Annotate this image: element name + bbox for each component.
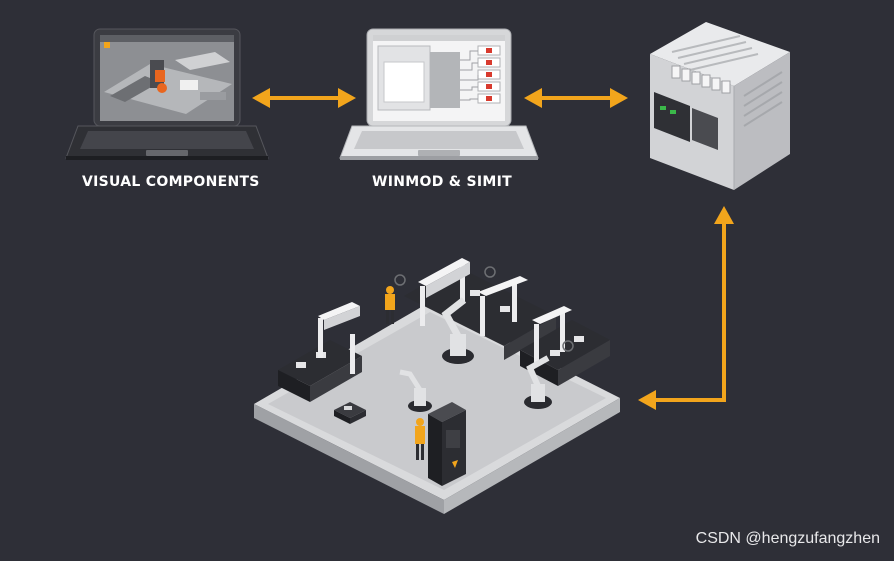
arrowhead-left-1 (252, 88, 270, 108)
wireless-signal-icon (394, 266, 574, 352)
agv-icon (334, 402, 366, 424)
worker-icon (385, 286, 425, 460)
winmod-simit-label: WINMOD & SIMIT (372, 174, 512, 190)
winmod-simit-laptop-icon (339, 28, 539, 160)
conveyor-left (278, 302, 362, 402)
watermark-text: CSDN @hengzufangzhen (695, 530, 880, 547)
arrowhead-left-2 (524, 88, 542, 108)
arrowhead-right-1 (338, 88, 356, 108)
arrowhead-up (714, 206, 734, 224)
control-cabinet-icon (428, 402, 466, 486)
visual-components-laptop-icon (65, 28, 269, 160)
factory-floor-icon (254, 258, 620, 514)
conveyor-top (404, 258, 556, 360)
arrowhead-left-3 (638, 390, 656, 410)
arrow-plc-to-factory (654, 222, 726, 402)
plc-icon (650, 22, 790, 190)
arrowhead-right-2 (610, 88, 628, 108)
conveyor-right (520, 306, 610, 386)
robot-arm-icon (399, 297, 552, 412)
visual-components-label: VISUAL COMPONENTS (82, 174, 260, 190)
